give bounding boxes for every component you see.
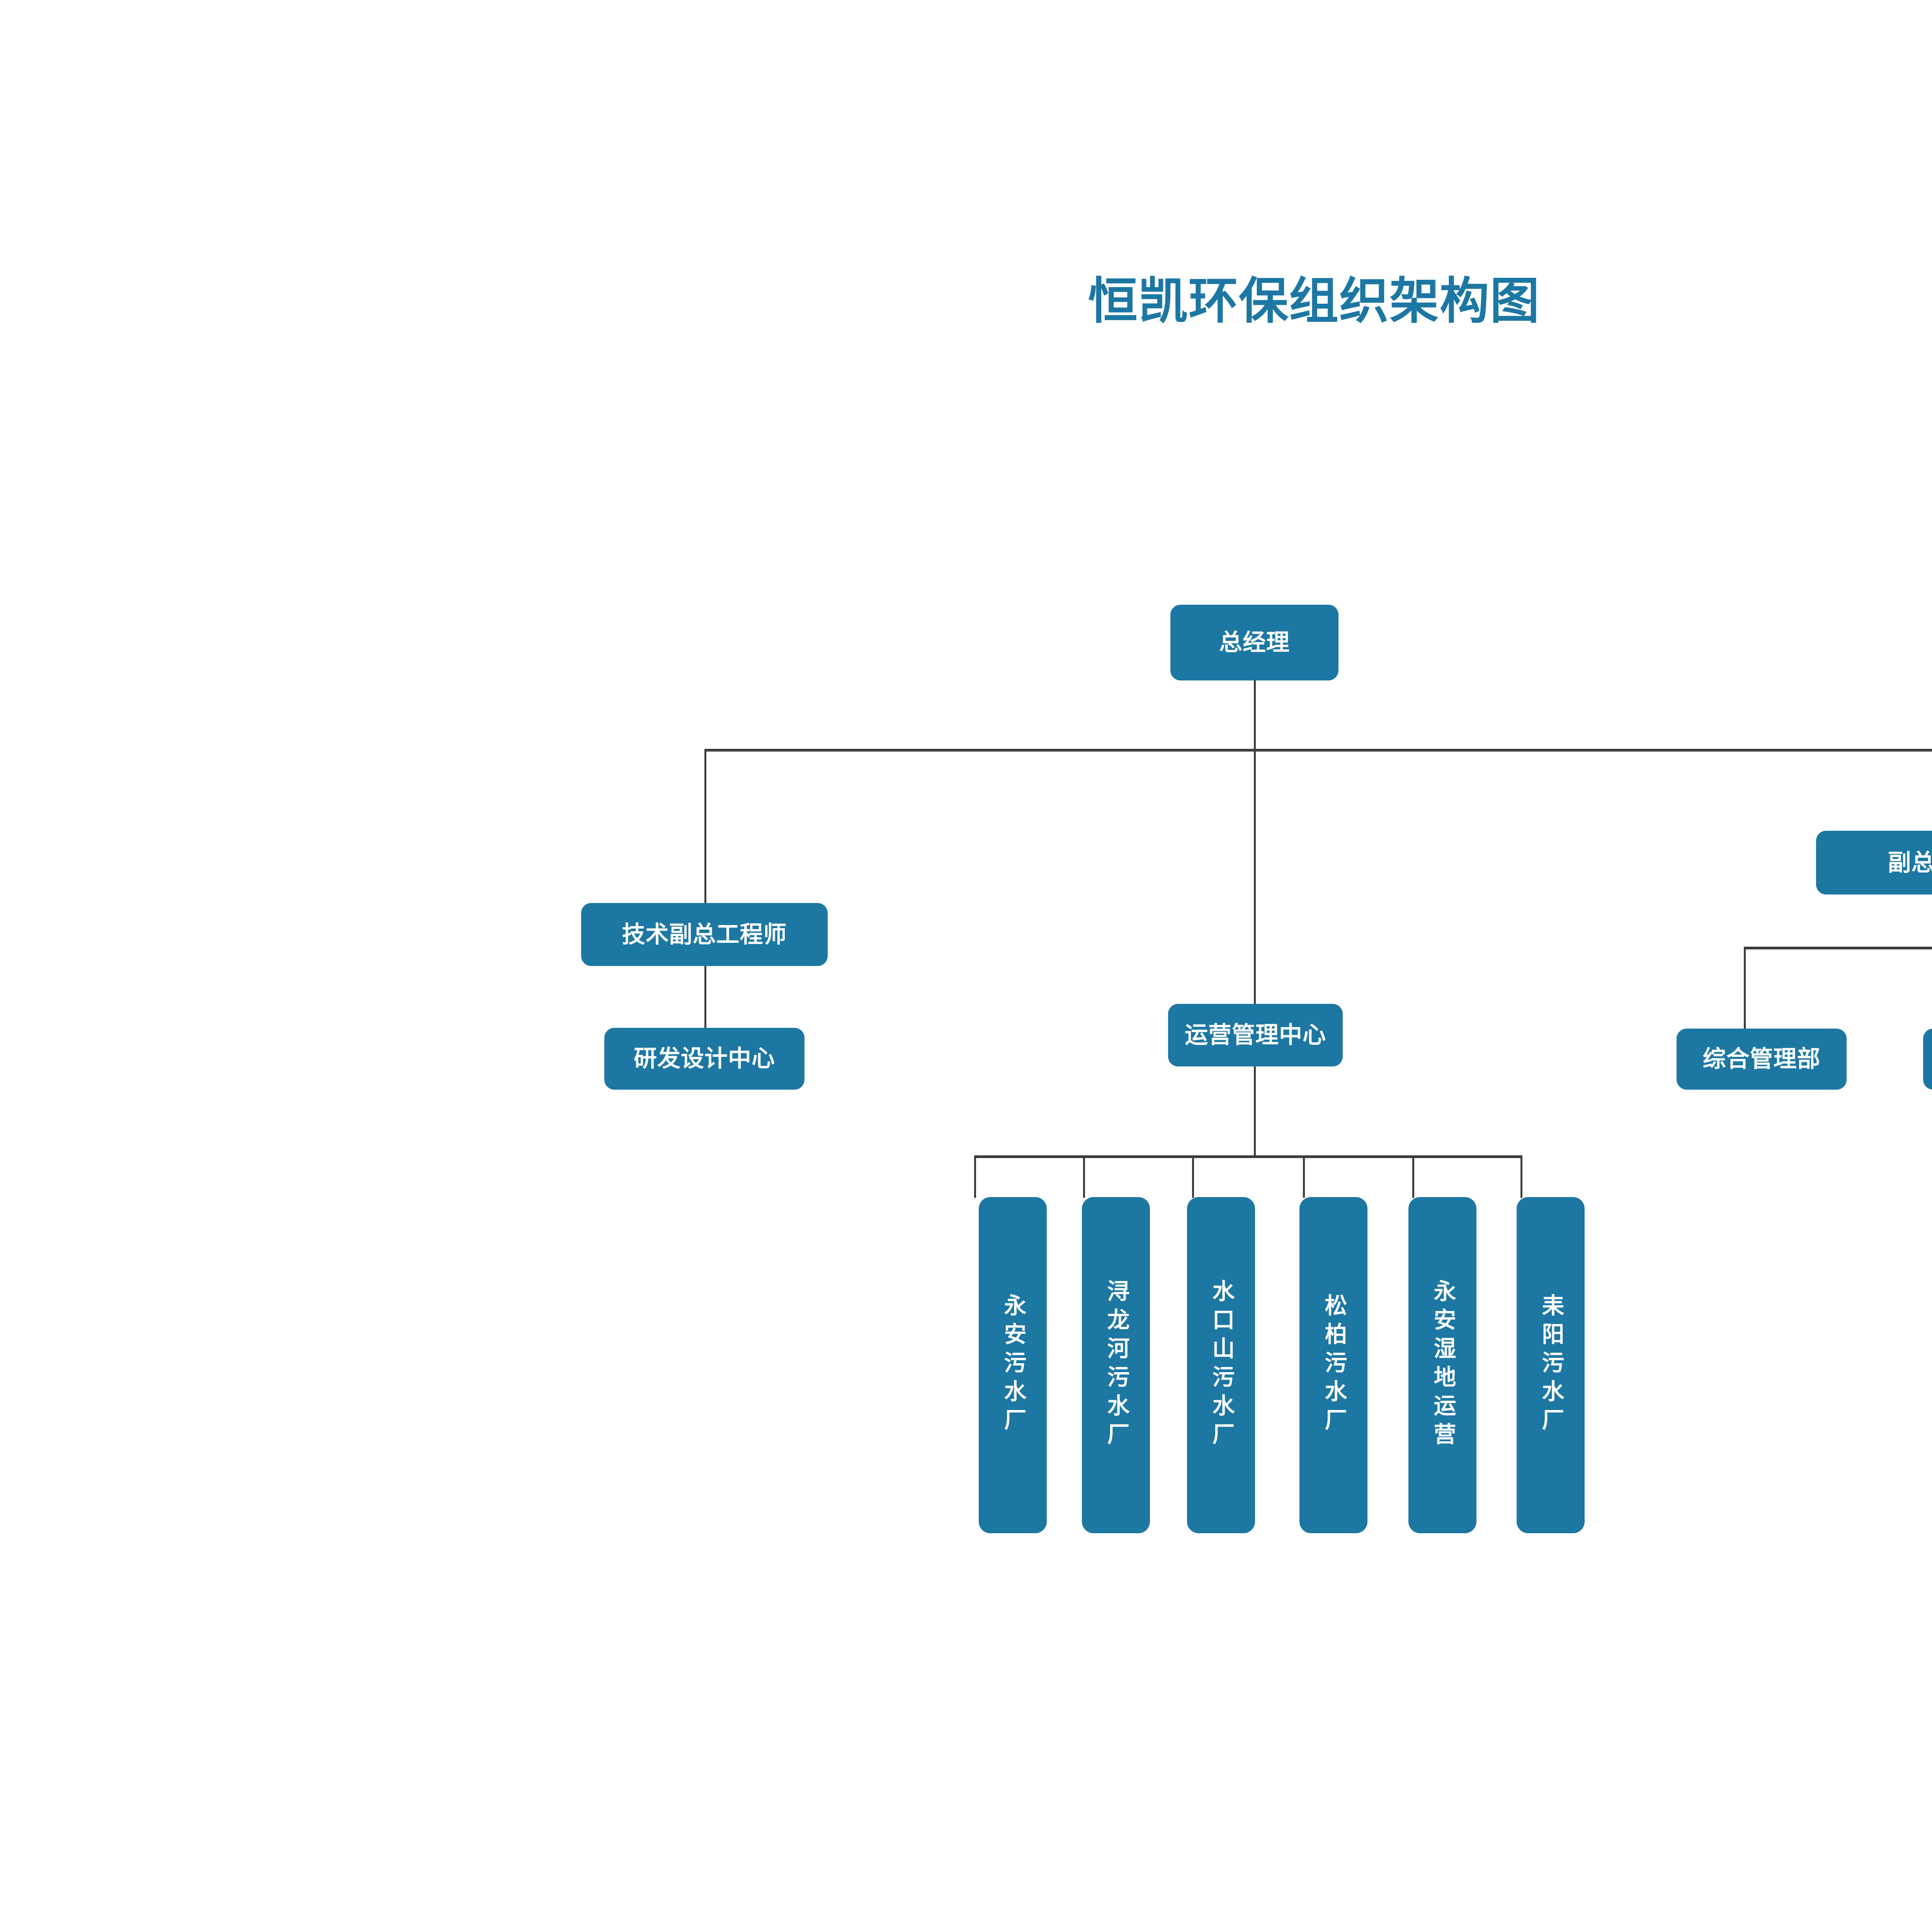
node-general-manager-label: 总经理 xyxy=(1219,629,1290,656)
node-operations-management-center[interactable]: 运营管理中心 xyxy=(1168,1004,1343,1066)
node-rd-design-center-label: 研发设计中心 xyxy=(634,1046,775,1072)
node-plant-leiyang-wastewater-label: 耒阳污水厂 xyxy=(1538,1294,1564,1437)
node-rd-design-center[interactable]: 研发设计中心 xyxy=(604,1028,804,1090)
node-general-administration-department[interactable]: 综合管理部 xyxy=(1677,1029,1847,1090)
connector-level2-bus xyxy=(704,749,1932,752)
node-deputy-general-manager[interactable]: 副总经理 xyxy=(1816,831,1932,895)
node-general-manager[interactable]: 总经理 xyxy=(1170,605,1338,680)
node-plant-yongan-wetland-operation[interactable]: 永安湿地运营 xyxy=(1408,1197,1476,1533)
connector-tech-ce-to-rd xyxy=(704,966,706,1028)
connector-drop-plant-6 xyxy=(1520,1155,1522,1198)
connector-drop-plant-2 xyxy=(1083,1155,1085,1198)
node-plant-yongan-wastewater[interactable]: 永安污水厂 xyxy=(979,1197,1047,1533)
node-plant-shuikoushan-wastewater-label: 水口山污水厂 xyxy=(1209,1279,1234,1451)
node-plant-xunlonghe-wastewater[interactable]: 浔龙河污水厂 xyxy=(1082,1197,1150,1533)
node-deputy-general-manager-label: 副总经理 xyxy=(1888,849,1932,876)
page-title: 恒凯环保组织架构图 xyxy=(1088,274,1540,329)
node-plant-xunlonghe-wastewater-label: 浔龙河污水厂 xyxy=(1104,1279,1129,1451)
node-plant-songbai-wastewater-label: 松柏污水厂 xyxy=(1321,1294,1347,1437)
node-finance-and-assets-department[interactable]: 财务资产部 xyxy=(1923,1029,1932,1090)
connector-drop-tech-ce xyxy=(704,749,706,903)
connector-op-center-stem xyxy=(1254,1066,1256,1158)
node-technical-deputy-chief-engineer-label: 技术副总工程师 xyxy=(622,921,787,947)
connector-drop-plant-3 xyxy=(1192,1155,1194,1198)
node-technical-deputy-chief-engineer[interactable]: 技术副总工程师 xyxy=(581,903,828,966)
node-plant-songbai-wastewater[interactable]: 松柏污水厂 xyxy=(1299,1197,1367,1533)
node-general-administration-department-label: 综合管理部 xyxy=(1702,1046,1821,1072)
node-plant-shuikoushan-wastewater[interactable]: 水口山污水厂 xyxy=(1187,1197,1255,1533)
connector-drop-plant-4 xyxy=(1303,1155,1305,1198)
connector-drop-plant-1 xyxy=(974,1155,976,1198)
node-operations-management-center-label: 运营管理中心 xyxy=(1185,1022,1326,1048)
node-plant-leiyang-wastewater[interactable]: 耒阳污水厂 xyxy=(1517,1197,1585,1533)
connector-drop-admin-dep xyxy=(1744,947,1746,1029)
connector-dep-gm-bus xyxy=(1744,947,1932,949)
node-plant-yongan-wetland-operation-label: 永安湿地运营 xyxy=(1430,1279,1456,1451)
connector-drop-plant-5 xyxy=(1412,1155,1414,1198)
connector-gm-stem xyxy=(1254,680,1256,750)
connector-plants-bus xyxy=(974,1155,1522,1158)
connector-drop-op-center xyxy=(1254,749,1256,1004)
node-plant-yongan-wastewater-label: 永安污水厂 xyxy=(1000,1294,1026,1437)
